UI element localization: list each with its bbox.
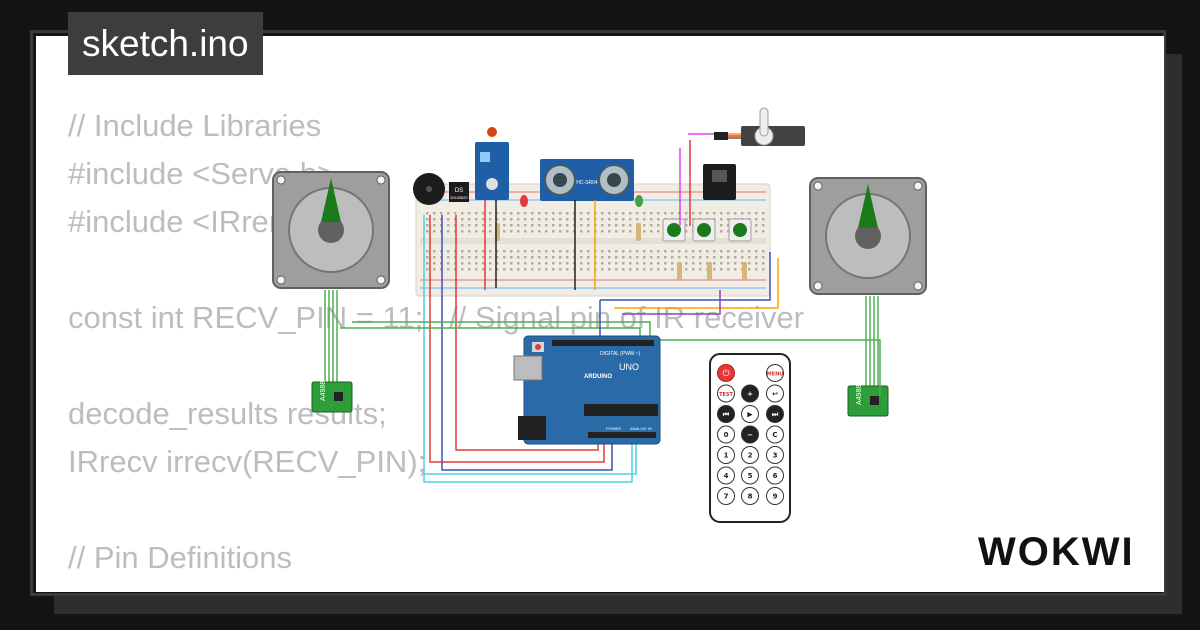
remote-button[interactable]: ▶ (741, 405, 759, 423)
remote-button-label: ▶ (747, 411, 753, 419)
ultrasonic-label: HC-SR04 (576, 180, 598, 186)
remote-button[interactable]: C (766, 425, 784, 444)
board-digital-label: DIGITAL (PWM ~) (600, 351, 640, 357)
frame-border (30, 30, 1166, 596)
board-analog-label: ANALOG IN (630, 426, 652, 431)
remote-button-label: − (747, 431, 753, 439)
ds18b20-sensor[interactable]: DS DS18B20 (449, 182, 469, 202)
remote-button-label: 9 (773, 493, 778, 501)
remote-button[interactable]: 0 (717, 425, 735, 444)
remote-button[interactable]: ⏻ (717, 364, 735, 382)
motor-wires (324, 290, 879, 388)
push-button-1[interactable] (662, 218, 686, 242)
remote-button[interactable]: 6 (766, 466, 784, 485)
arduino-uno-board[interactable]: DIGITAL (PWM ~) ARDUINO UNO POWER ANALOG… (513, 335, 661, 445)
a4988-driver-right[interactable]: A4988 (847, 385, 889, 417)
driver-label: A4988 (856, 385, 863, 405)
ir-remote[interactable]: ⏻ MENU TEST + ↩ ⏮ ▶ ⏭ 0 − C 1 2 3 4 5 6 7 8 9 (709, 353, 791, 523)
remote-button-grid: ⏻ MENU TEST + ↩ ⏮ ▶ ⏭ 0 − C 1 2 3 4 5 6 7 8 9 (717, 364, 784, 505)
power-icon: ⏻ (722, 368, 729, 378)
remote-button-label: ⏮ (723, 411, 730, 419)
frame-shadow-bottom (54, 596, 1182, 614)
ultrasonic-sensor[interactable]: HC-SR04 (540, 159, 634, 201)
servo-motor[interactable] (714, 107, 805, 146)
wires (340, 133, 881, 483)
code-line: const int RECV_PIN = 11; // Signal pin o… (68, 300, 805, 335)
remote-button-label: 4 (724, 472, 729, 480)
remote-button-label: C (772, 431, 777, 439)
code-line: // Pin Definitions (68, 540, 292, 575)
stepper-motor-left[interactable] (272, 171, 390, 289)
ir-receiver[interactable] (703, 164, 736, 200)
remote-button-label: ↩ (772, 390, 778, 398)
wokwi-logo: WOKWI (978, 530, 1135, 574)
remote-button[interactable]: − (741, 425, 759, 444)
code-line: // Include Libraries (68, 108, 322, 143)
temp-sensor-short: DS (455, 188, 463, 194)
remote-button[interactable]: 1 (717, 446, 735, 464)
remote-button-label: 6 (773, 472, 778, 480)
board-brand: ARDUINO (584, 374, 612, 380)
code-line: #define dirPin1 5 // Direction pin for M… (68, 582, 804, 592)
code-background: // Include Libraries#include <Servo.h>#i… (68, 102, 804, 592)
remote-button[interactable]: MENU (766, 364, 784, 382)
remote-button[interactable]: + (741, 384, 759, 403)
wokwi-logo-text: WOKWI (978, 530, 1135, 574)
remote-button-label: 8 (748, 493, 753, 501)
push-button-3[interactable] (728, 218, 752, 242)
frame-shadow-right (1166, 54, 1182, 614)
remote-button-label: 0 (724, 431, 729, 439)
remote-button[interactable]: 5 (741, 466, 759, 485)
driver-label: A4988 (320, 381, 327, 401)
remote-button[interactable]: ⏮ (717, 405, 735, 423)
remote-button-label: 7 (724, 493, 729, 501)
remote-button[interactable]: 4 (717, 466, 735, 485)
board-power-label: POWER (606, 426, 621, 431)
remote-button[interactable]: 3 (766, 446, 784, 464)
board-model: UNO (619, 362, 639, 372)
remote-button-label: 2 (748, 452, 753, 460)
remote-button[interactable]: ↩ (766, 384, 784, 403)
remote-button[interactable]: ⏭ (766, 405, 784, 423)
remote-button[interactable]: 7 (717, 487, 735, 505)
remote-button[interactable]: 8 (741, 487, 759, 505)
temp-sensor-label: DS18B20 (450, 195, 468, 200)
buzzer[interactable] (413, 173, 445, 205)
sketch-title: sketch.ino (68, 12, 263, 75)
remote-button-label: + (747, 390, 753, 398)
remote-button-label: 5 (748, 472, 753, 480)
remote-button[interactable]: 9 (766, 487, 784, 505)
push-button-2[interactable] (692, 218, 716, 242)
ldr-module[interactable] (475, 127, 509, 200)
a4988-driver-left[interactable]: A4988 (311, 381, 353, 413)
remote-button-label: 1 (724, 452, 729, 460)
remote-button-label: MENU (767, 372, 784, 378)
remote-button[interactable]: 2 (741, 446, 759, 464)
remote-button-label: ⏭ (772, 411, 779, 419)
remote-button[interactable]: TEST (717, 384, 735, 403)
code-line: IRrecv irrecv(RECV_PIN); (68, 444, 427, 479)
remote-button-label: TEST (719, 392, 733, 398)
led-red[interactable] (520, 195, 528, 207)
stepper-motor-right[interactable] (809, 177, 927, 295)
remote-button-label: 3 (773, 452, 778, 460)
led-green[interactable] (635, 195, 643, 207)
